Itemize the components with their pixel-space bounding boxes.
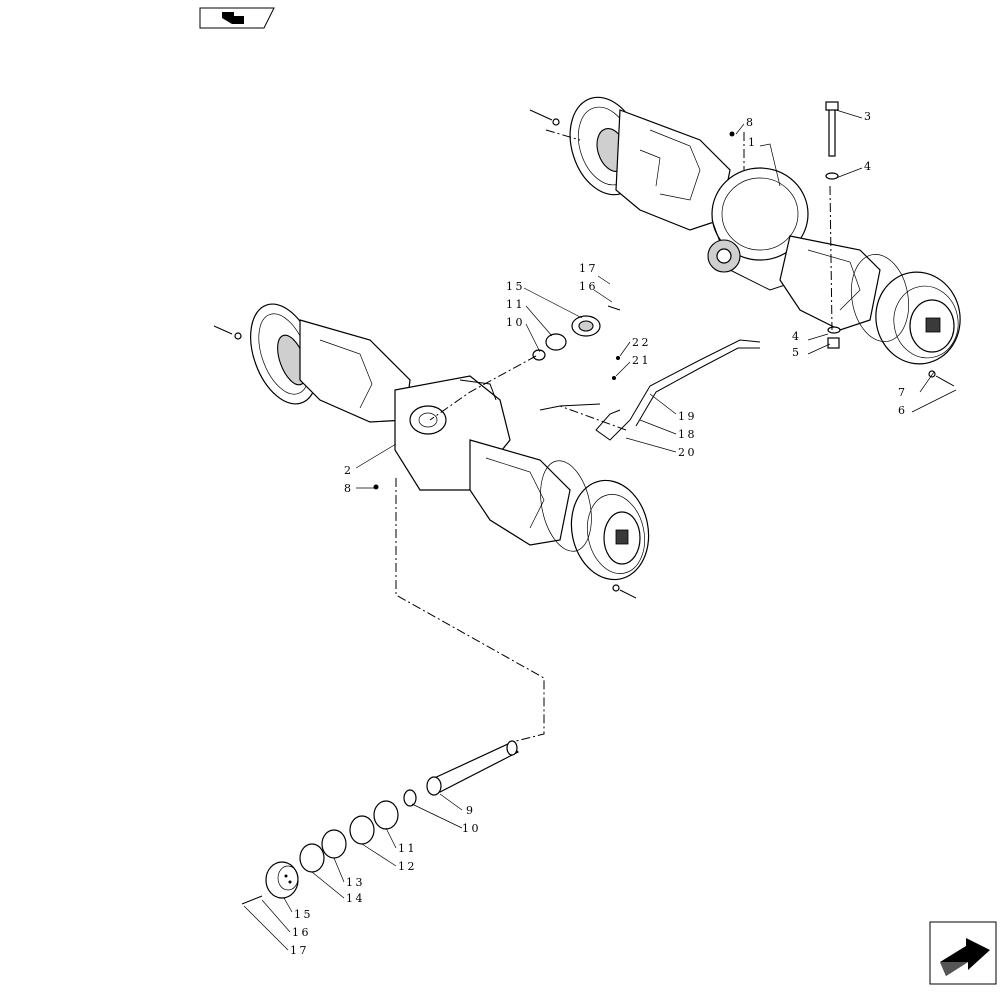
callout-4-bottom: 4 [792, 330, 802, 343]
callout-1: 1 [748, 136, 758, 149]
callout-19: 19 [678, 410, 697, 423]
callout-10-top: 10 [506, 316, 525, 329]
rear-axle-fasteners [529, 101, 955, 387]
callout-5: 5 [792, 346, 802, 359]
callout-16-bottom: 16 [292, 926, 311, 939]
front-axle-assembly [250, 303, 650, 581]
callout-13: 13 [346, 876, 365, 889]
callout-17-bottom: 17 [290, 944, 309, 957]
callout-16-top: 16 [579, 280, 598, 293]
callout-9: 9 [466, 804, 476, 817]
assembly-center-lines [395, 129, 833, 743]
callout-14: 14 [346, 892, 365, 905]
callout-7: 7 [898, 386, 908, 399]
callout-10-bottom: 10 [462, 822, 481, 835]
callout-leader-lines [243, 109, 957, 951]
callout-4-top: 4 [864, 160, 874, 173]
callout-11-bottom: 11 [398, 842, 417, 855]
callout-22: 22 [632, 336, 651, 349]
callout-21: 21 [632, 354, 651, 367]
callout-12: 12 [398, 860, 417, 873]
previous-page-icon[interactable] [199, 7, 275, 29]
callout-6: 6 [898, 404, 908, 417]
callout-8-top: 8 [746, 116, 756, 129]
callout-15-top: 15 [506, 280, 525, 293]
callout-17-top: 17 [579, 262, 598, 275]
next-page-icon[interactable] [929, 921, 997, 985]
callout-2: 2 [344, 464, 354, 477]
rear-axle-assembly [569, 96, 961, 365]
callout-20: 20 [678, 446, 697, 459]
callout-18: 18 [678, 428, 697, 441]
callout-15-bottom: 15 [294, 908, 313, 921]
callout-labels: 3 4 8 1 4 5 7 6 17 16 15 11 10 22 21 19 … [290, 110, 908, 957]
callout-3: 3 [864, 110, 874, 123]
callout-11-top: 11 [506, 298, 525, 311]
front-axle-fasteners [213, 305, 761, 599]
callout-8-bottom: 8 [344, 482, 354, 495]
